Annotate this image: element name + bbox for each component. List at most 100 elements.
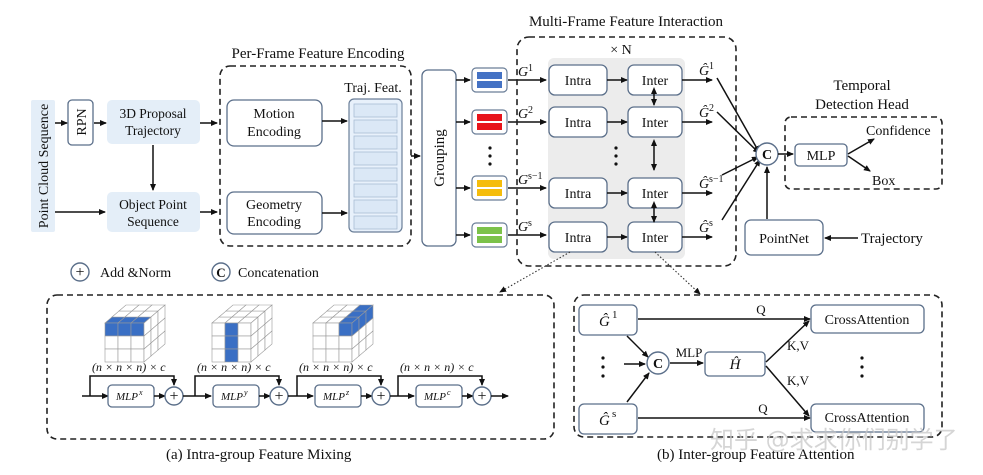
concat-symbol: C: [762, 148, 772, 163]
g-hat-1-sup: 1: [612, 309, 618, 321]
motion-encoding-block: Motion Encoding: [226, 99, 323, 147]
h-hat-label: Ĥ: [729, 356, 742, 373]
detection-head-frame: [784, 116, 943, 190]
group-label-sup: 2: [528, 105, 533, 116]
output-label-sup: 1: [709, 61, 714, 72]
traj-feat-cell: [353, 135, 398, 150]
group-label: G: [518, 107, 528, 122]
g-hat-s-label: Ĝ: [599, 412, 610, 429]
traj-feat-cell: [353, 103, 398, 118]
multi-frame-frame: [516, 36, 737, 267]
per-frame-encoding-frame: [219, 65, 412, 247]
intra-mixing-caption: (a) Intra-group Feature Mixing: [166, 447, 352, 463]
repeat-n-label: × N: [610, 43, 632, 58]
svg-text:+: +: [169, 388, 178, 405]
cross-attention-top-label: CrossAttention: [825, 313, 910, 328]
legend-add-norm: + Add &Norm: [70, 262, 171, 282]
group-chip-4: [471, 222, 508, 248]
detection-head-title-1: Temporal: [833, 78, 890, 94]
q-label-top: Q: [756, 302, 766, 317]
dims-label: (n × n × n) × c: [299, 360, 373, 374]
legend-add-norm-label: Add &Norm: [100, 266, 171, 281]
mlp-label: MLP: [220, 391, 243, 403]
group-chip-3: [471, 175, 508, 201]
group-label-sup: 1: [528, 63, 533, 74]
output-label: Ĝ: [699, 62, 709, 79]
group-chip-2: [471, 109, 508, 135]
geometry-line1: Geometry: [246, 198, 302, 213]
mlp-sup: z: [345, 388, 350, 397]
mlp-label: MLP: [115, 391, 138, 403]
g-hat-1-block: Ĝ 1: [578, 304, 638, 336]
pointnet-block: PointNet: [744, 219, 824, 256]
watermark: 知乎 @求求你们别学了: [710, 426, 958, 454]
group-chip-1: [471, 67, 508, 93]
intra-label: Intra: [565, 74, 592, 89]
per-frame-encoding-title: Per-Frame Feature Encoding: [232, 46, 405, 62]
dims-label: (n × n × n) × c: [197, 360, 271, 374]
geometry-encoding-block: Geometry Encoding: [226, 191, 323, 235]
mlp-sup: c: [447, 388, 451, 397]
group-label-sup: s−1: [528, 171, 543, 182]
head-mlp-label: MLP: [807, 149, 836, 164]
detection-head-title-2: Detection Head: [815, 97, 909, 113]
rpn-block: RPN: [67, 99, 94, 146]
traj-feat-cell: [353, 119, 398, 134]
mlp-label: MLP: [322, 391, 345, 403]
box-label: Box: [872, 174, 895, 189]
multi-frame-title: Multi-Frame Feature Interaction: [529, 14, 724, 30]
mlp-sup: x: [138, 388, 143, 397]
output-label: Ĝ: [699, 104, 709, 121]
inter-label: Inter: [642, 231, 669, 246]
grouping-block: Grouping: [421, 69, 457, 247]
inter-concat-node: C: [646, 351, 670, 375]
ellipsis-dots: [488, 146, 618, 166]
inter-label: Inter: [642, 116, 669, 131]
output-label-sup: 2: [709, 103, 714, 114]
group-label-sup: s: [528, 218, 532, 229]
cross-attention-bottom: CrossAttention: [810, 403, 925, 433]
svg-text:+: +: [376, 388, 385, 405]
g-hat-1-label: Ĝ: [599, 313, 610, 330]
traj-feat-cell: [353, 183, 398, 198]
mlp-sup: y: [243, 388, 248, 397]
traj-feat-cell: [353, 151, 398, 166]
g-hat-s-block: Ĝ s: [578, 403, 638, 435]
dims-label: (n × n × n) × c: [400, 360, 474, 374]
inter-attention-frame: [573, 294, 943, 438]
svg-text:+: +: [274, 388, 283, 405]
trajectory-label: Trajectory: [861, 231, 923, 247]
cross-attention-top: CrossAttention: [810, 304, 925, 334]
output-label: Ĝ: [699, 219, 709, 236]
voxel-cube-x: [104, 304, 166, 363]
add-norm-node: +: [269, 386, 289, 406]
inter-concat-symbol: C: [653, 357, 663, 372]
traj-feat-cell: [353, 215, 398, 230]
add-symbol: +: [75, 264, 84, 281]
add-norm-node: +: [371, 386, 391, 406]
proposal-line1: 3D Proposal: [119, 106, 186, 121]
legend-concat-label: Concatenation: [238, 266, 319, 281]
traj-feat-cell: [353, 199, 398, 214]
svg-text:+: +: [477, 388, 486, 405]
dims-label: (n × n × n) × c: [92, 360, 166, 374]
confidence-label: Confidence: [866, 124, 931, 139]
ellipsis-dots: [601, 356, 864, 378]
proposal-trajectory-block: 3D Proposal Trajectory: [107, 100, 200, 144]
add-norm-node: +: [472, 386, 492, 406]
legend-concat: C Concatenation: [211, 262, 319, 282]
grouping-label: Grouping: [432, 129, 448, 187]
intra-label: Intra: [565, 116, 592, 131]
intra-label: Intra: [565, 187, 592, 202]
traj-feat-stack: [348, 98, 403, 233]
object-point-sequence-block: Object Point Sequence: [107, 192, 200, 232]
add-norm-node: +: [164, 386, 184, 406]
